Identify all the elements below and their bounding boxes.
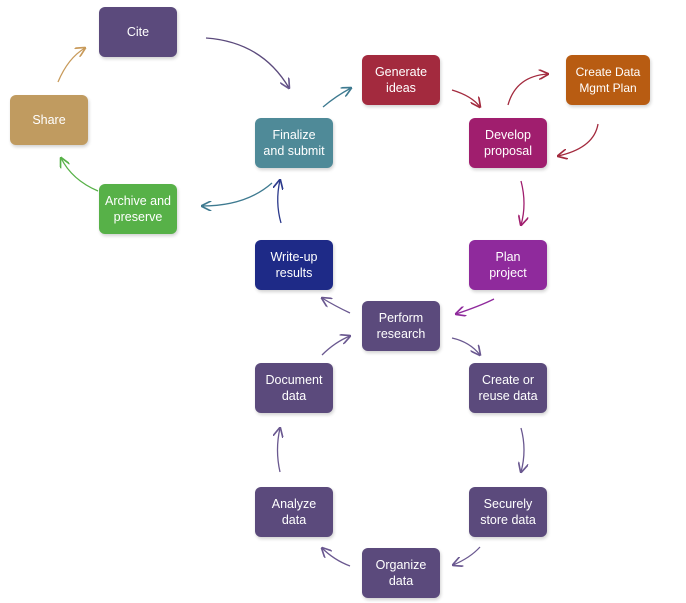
node-share: Share	[10, 95, 88, 145]
node-create-data-mgmt-plan-label: Create Data Mgmt Plan	[575, 65, 641, 95]
arrow-store-to-organize	[453, 546, 481, 565]
node-plan-project-label: Plan project	[489, 250, 527, 280]
arrow-create-to-store	[521, 427, 524, 472]
node-generate-ideas: Generate ideas	[362, 55, 440, 105]
node-archive-and-preserve: Archive and preserve	[99, 184, 177, 234]
node-share-label: Share	[32, 113, 66, 127]
node-analyze-data-label: Analyze data	[271, 497, 317, 527]
arrow-generate-to-develop	[451, 89, 480, 107]
arrow-perform-to-writeup	[322, 298, 351, 314]
node-write-up-results: Write-up results	[255, 240, 333, 290]
arrow-develop-to-dmp	[507, 74, 548, 106]
node-securely-store-data: Securely store data	[469, 487, 547, 537]
node-create-or-reuse-data-label: Create or reuse data	[478, 373, 538, 403]
arrow-analyze-to-document	[278, 428, 281, 473]
node-archive-and-preserve-label: Archive and preserve	[104, 194, 171, 224]
arrow-plan-to-perform	[456, 298, 495, 314]
arrow-archive-to-share	[61, 158, 99, 192]
node-develop-proposal-label: Develop proposal	[484, 128, 532, 158]
node-cite-label: Cite	[126, 25, 150, 39]
node-cite: Cite	[99, 7, 177, 57]
node-organize-data: Organize data	[362, 548, 440, 598]
node-organize-data-label: Organize data	[375, 558, 427, 588]
node-create-or-reuse-data: Create or reuse data	[469, 363, 547, 413]
node-securely-store-data-label: Securely store data	[480, 497, 536, 527]
node-analyze-data: Analyze data	[255, 487, 333, 537]
node-create-data-mgmt-plan: Create Data Mgmt Plan	[566, 55, 650, 105]
arrow-develop-to-plan	[521, 180, 524, 225]
node-document-data-label: Document data	[265, 373, 323, 403]
node-perform-research: Perform research	[362, 301, 440, 351]
arrow-share-to-cite	[57, 48, 85, 83]
arrow-dmp-to-develop	[558, 123, 599, 156]
arrow-finalize-to-archive	[202, 182, 273, 206]
node-perform-research-label: Perform research	[376, 311, 426, 341]
arrow-organize-to-analyze	[322, 548, 351, 567]
arrow-cite-to-finalize	[205, 37, 289, 88]
arrow-writeup-to-finalize	[278, 180, 281, 224]
arrow-finalize-to-generate	[322, 88, 351, 108]
node-generate-ideas-label: Generate ideas	[374, 65, 428, 95]
arrow-document-to-perform	[321, 336, 350, 356]
node-finalize-and-submit: Finalize and submit	[255, 118, 333, 168]
node-plan-project: Plan project	[469, 240, 547, 290]
node-write-up-results-label: Write-up results	[270, 250, 318, 280]
arrow-perform-to-create	[451, 337, 480, 355]
node-develop-proposal: Develop proposal	[469, 118, 547, 168]
node-document-data: Document data	[255, 363, 333, 413]
node-finalize-and-submit-label: Finalize and submit	[263, 128, 325, 158]
